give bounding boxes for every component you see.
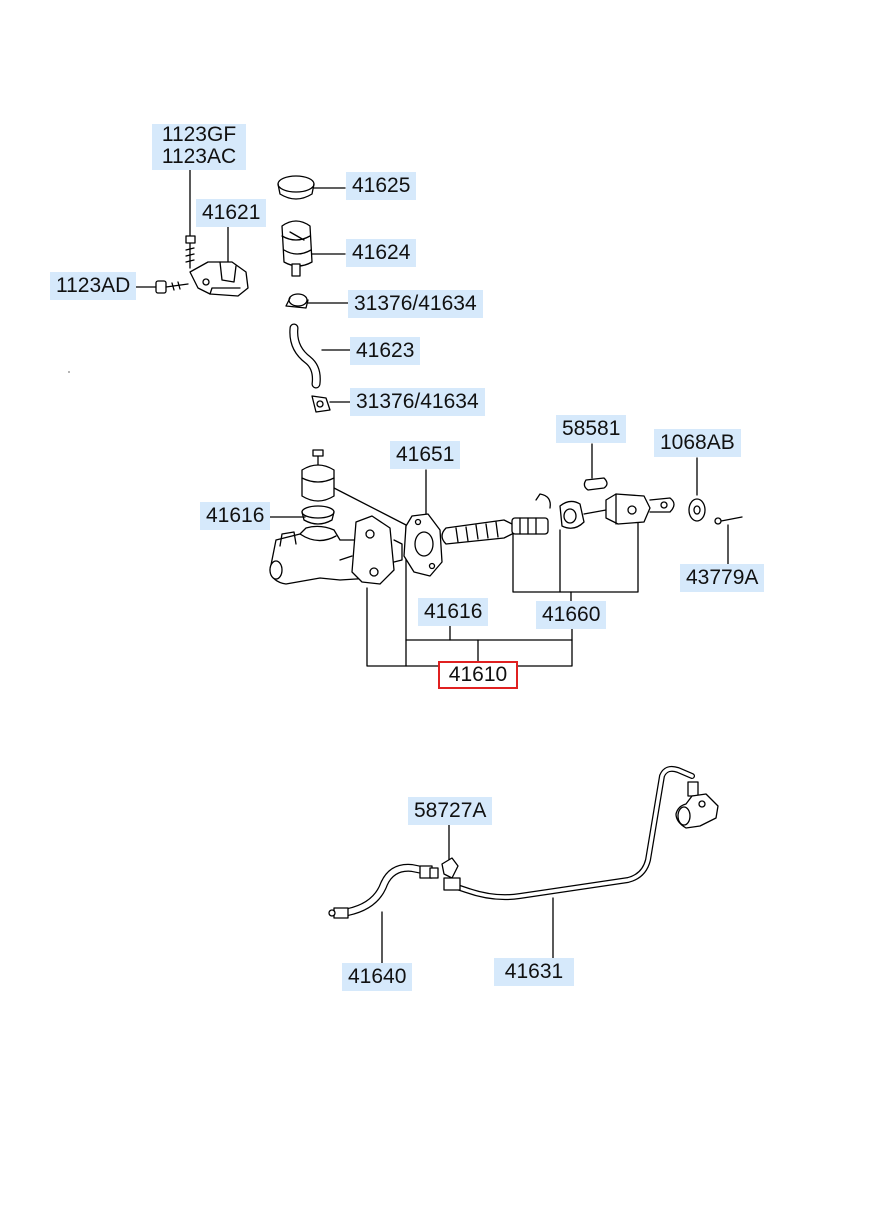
label-41610-selected[interactable]: 41610 xyxy=(438,661,518,689)
clutch-pipe-41631-part xyxy=(443,765,699,901)
clevis-pin-58581-part xyxy=(583,477,608,491)
label-1123gf-text: 1123GF xyxy=(161,123,237,146)
label-41660[interactable]: 41660 xyxy=(536,601,607,629)
hose-41623-part xyxy=(289,323,321,389)
bolt-1123ad-part xyxy=(155,280,189,294)
bracket-41621-part xyxy=(189,261,249,297)
bolt-1123gf-part xyxy=(185,235,196,269)
cotter-pin-43779a-part xyxy=(714,516,743,525)
label-31376-41634-bottom[interactable]: 31376/41634 xyxy=(350,388,485,416)
piston-41660-part xyxy=(441,517,549,545)
label-41621[interactable]: 41621 xyxy=(196,199,267,227)
label-1123ac-text: 1123AC xyxy=(161,145,237,168)
label-41623[interactable]: 41623 xyxy=(350,337,421,365)
label-41616-left[interactable]: 41616 xyxy=(200,502,271,530)
label-43779a[interactable]: 43779A xyxy=(680,564,765,592)
clutch-hose-41640-part xyxy=(328,863,439,919)
label-31376-41634-top[interactable]: 31376/41634 xyxy=(348,290,483,318)
label-41651[interactable]: 41651 xyxy=(390,441,461,469)
label-41625[interactable]: 41625 xyxy=(346,172,417,200)
gasket-41651-part xyxy=(403,513,443,577)
washer-1068ab-part xyxy=(688,498,706,522)
label-1123ad[interactable]: 1123AD xyxy=(50,272,137,300)
label-41624[interactable]: 41624 xyxy=(346,239,417,267)
label-41640[interactable]: 41640 xyxy=(342,963,413,991)
reservoir-cap-41625-part xyxy=(277,175,315,200)
label-41616-mid[interactable]: 41616 xyxy=(418,598,489,626)
label-58727a[interactable]: 58727A xyxy=(408,797,493,825)
label-1068ab[interactable]: 1068AB xyxy=(654,429,741,457)
clip-58727a-part xyxy=(441,857,459,879)
hose-clamp-bottom-part xyxy=(311,395,331,413)
master-cylinder-41610-part xyxy=(269,449,403,585)
release-cylinder-fitting-part xyxy=(675,793,719,829)
push-rod-part xyxy=(559,493,675,529)
label-41631[interactable]: 41631 xyxy=(494,958,574,986)
label-1123gf-1123ac[interactable]: 1123GF 1123AC xyxy=(152,124,246,170)
label-58581[interactable]: 58581 xyxy=(556,415,627,443)
hose-clamp-top-part xyxy=(285,293,309,309)
snap-ring-part xyxy=(535,493,551,509)
reservoir-41624-part xyxy=(281,220,313,277)
